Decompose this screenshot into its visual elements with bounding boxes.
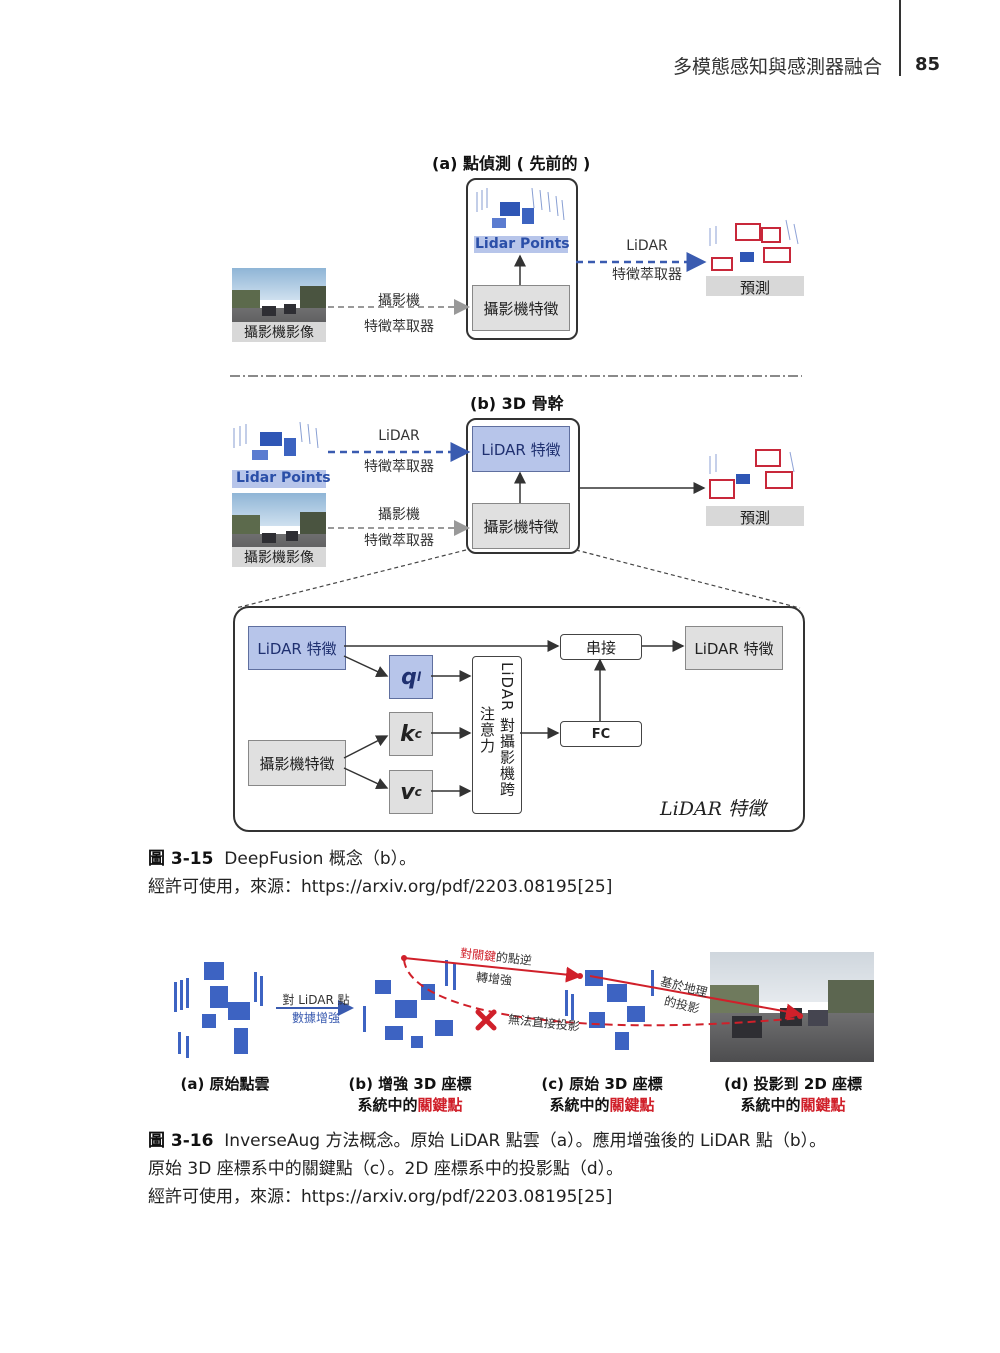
subcaption-c: (c) 原始 3D 座標 系統中的關鍵點 xyxy=(522,1074,682,1116)
detail-corner-label: LiDAR 特徵 xyxy=(660,798,766,820)
lidar-extractor-label-2: 特徵萃取器 xyxy=(612,267,682,283)
lidar-point-cloud-image xyxy=(474,187,568,253)
lidar-point-cloud-image-b xyxy=(232,421,326,488)
panel-a-arrows xyxy=(230,252,802,377)
inverse-aug-label-rest: 的點逆 xyxy=(495,950,533,968)
key-superscript: c xyxy=(414,727,422,741)
prediction-label-b: 預測 xyxy=(739,509,770,527)
subcaption-b: (b) 增強 3D 座標 系統中的關鍵點 xyxy=(330,1074,490,1116)
panel-b-title: (b) 3D 骨幹 xyxy=(470,394,564,413)
original-point-cloud-image xyxy=(174,962,263,1058)
camera-extractor-label-b1: 攝影機 xyxy=(378,507,420,523)
camera-extractor-label-2: 特徵萃取器 xyxy=(364,319,434,335)
detail-camera-feature-in: 攝影機特徵 xyxy=(248,740,346,786)
inverse-aug-label-2: 轉增強 xyxy=(475,970,513,988)
panel-b-feature-container xyxy=(466,418,580,554)
prediction-image-b xyxy=(706,449,804,526)
figure-3-15-caption-text: DeepFusion 概念（b）。 xyxy=(224,849,417,869)
panel-a-title: (a) 點偵測 ( 先前的 ) xyxy=(432,154,591,173)
subcaption-b-keypoint: 關鍵點 xyxy=(417,1096,463,1114)
concat-box: 串接 xyxy=(560,634,642,660)
lidar-extractor-label-1: LiDAR xyxy=(626,238,668,254)
figure-3-16-caption-text-2: 原始 3D 座標系中的關鍵點（c）。2D 座標系中的投影點（d）。 xyxy=(148,1159,624,1179)
camera-feature-box: 攝影機特徵 xyxy=(472,285,570,331)
augmented-point-cloud-image xyxy=(363,960,456,1048)
augmentation-label-2: 數據增強 xyxy=(291,1011,340,1025)
subcaption-a: (a) 原始點雲 xyxy=(180,1075,270,1093)
detail-lidar-feature-out: LiDAR 特徵 xyxy=(685,626,783,670)
panel-b-arrows xyxy=(235,442,801,609)
figure-3-15-caption: 圖 3-15 DeepFusion 概念（b）。 xyxy=(148,844,416,869)
figure-3-16-caption-text-1: InverseAug 方法概念。原始 LiDAR 點雲（a）。應用增強後的 Li… xyxy=(224,1131,827,1151)
prediction-label: 預測 xyxy=(739,279,770,297)
subcaption-c-line2-pre: 系統中的 xyxy=(549,1096,610,1114)
figure-3-16-source: 經許可使用，來源：https://arxiv.org/pdf/2203.0819… xyxy=(148,1187,613,1207)
subcaption-d-line1: (d) 投影到 2D 座標 xyxy=(723,1075,862,1093)
subcaption-c-line1: (c) 原始 3D 座標 xyxy=(541,1075,663,1093)
camera-image-label: 攝影機影像 xyxy=(232,322,326,342)
figure-3-16-number: 圖 3-16 xyxy=(148,1131,214,1151)
cross-attention-box xyxy=(472,656,522,814)
lidar-extractor-label-b1: LiDAR xyxy=(378,428,420,444)
camera-image-label-b: 攝影機影像 xyxy=(232,547,326,567)
augmentation-label-1: 對 LiDAR 點 xyxy=(282,993,350,1007)
figure-3-15-number: 圖 3-15 xyxy=(148,849,214,869)
camera-extractor-label-b2: 特徵萃取器 xyxy=(364,533,434,549)
key-symbol: k xyxy=(400,721,415,747)
cross-attention-label-main: LiDAR 對攝影機跨 xyxy=(498,662,516,798)
figure-3-16-caption: 圖 3-16 InverseAug 方法概念。原始 LiDAR 點雲（a）。應用… xyxy=(148,1126,826,1151)
subcaption-b-line2-pre: 系統中的 xyxy=(357,1096,418,1114)
subcaption-b-line2: 系統中的關鍵點 xyxy=(330,1095,490,1116)
running-header-title: 多模態感知與感測器融合 xyxy=(672,56,882,78)
fc-box: FC xyxy=(560,721,642,747)
inverse-aug-label-red: 對關鍵 xyxy=(459,946,497,964)
subcaption-c-keypoint: 關鍵點 xyxy=(609,1096,655,1114)
camera-feature-box-b: 攝影機特徵 xyxy=(472,503,570,549)
subcaption-d-keypoint: 關鍵點 xyxy=(800,1096,846,1114)
page-number: 85 xyxy=(915,54,941,75)
subcaption-d-line2-pre: 系統中的 xyxy=(740,1096,801,1114)
lidar-points-label: Lidar Points xyxy=(475,236,570,252)
value-symbol: v xyxy=(400,779,415,805)
detail-lidar-feature-in: LiDAR 特徵 xyxy=(248,626,346,670)
query-symbol: q xyxy=(401,664,417,690)
projected-2d-image xyxy=(710,952,874,1062)
cross-attention-label-sub: 注意力 xyxy=(478,706,496,754)
original-3d-keypoint-image xyxy=(565,970,654,1050)
figure-3-15-source: 經許可使用，來源：https://arxiv.org/pdf/2203.0819… xyxy=(148,877,613,897)
subcaption-b-line1: (b) 增強 3D 座標 xyxy=(348,1075,472,1093)
lidar-extractor-label-b2: 特徵萃取器 xyxy=(364,459,434,475)
prediction-image xyxy=(706,219,804,296)
detail-arrows xyxy=(343,640,685,797)
lidar-points-label-b: Lidar Points xyxy=(236,470,331,486)
subcaption-c-line2: 系統中的關鍵點 xyxy=(522,1095,682,1116)
subcaption-d-line2: 系統中的關鍵點 xyxy=(708,1095,878,1116)
subcaption-d: (d) 投影到 2D 座標 系統中的關鍵點 xyxy=(708,1074,878,1116)
camera-extractor-label-1: 攝影機 xyxy=(378,293,420,309)
value-superscript: c xyxy=(414,785,422,799)
lidar-feature-box: LiDAR 特徵 xyxy=(472,426,570,472)
header-divider xyxy=(899,0,901,76)
deepfusion-detail-container xyxy=(233,606,805,832)
query-superscript: l xyxy=(416,670,421,684)
inverseaug-arrows xyxy=(276,955,803,1031)
panel-a-feature-container xyxy=(466,178,578,340)
